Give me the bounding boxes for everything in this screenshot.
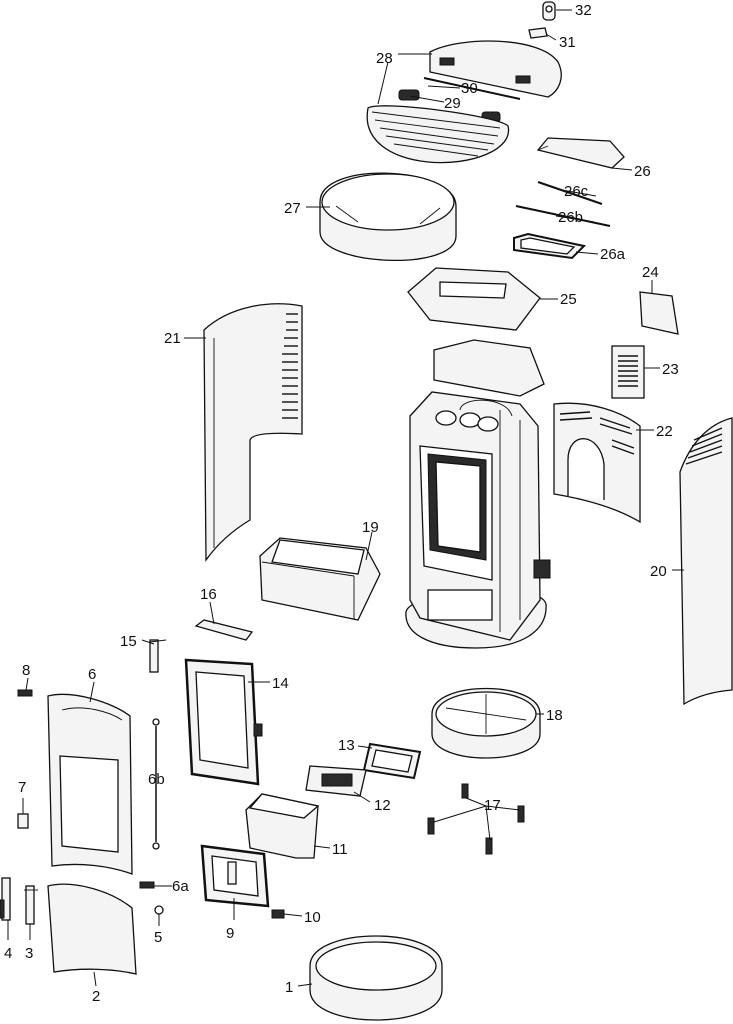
part-31-plate [528,27,548,39]
label-27: 27 [284,200,301,217]
part-6-front-cover [47,693,133,875]
part-26-tray [536,137,625,169]
label-14: 14 [272,675,289,692]
part-18-base-ring [431,687,541,759]
part-15-hinge [149,639,167,673]
label-6a: 6a [172,878,189,895]
part-1-base-ring [309,935,443,1021]
part-12-plate [305,765,367,797]
leader-lines [7,9,684,987]
label-26a: 26a [600,246,626,263]
part-25-plate [407,267,541,331]
label-19: 19 [362,519,379,536]
label-32: 32 [575,2,592,19]
label-31: 31 [559,34,576,51]
label-21: 21 [164,330,181,347]
label-24: 24 [642,264,659,281]
part-8-bracket [17,677,33,697]
label-18: 18 [546,707,563,724]
label-12: 12 [374,797,391,814]
part-27-ring [319,172,457,262]
label-15: 15 [120,633,137,650]
label-6b: 6b [148,771,165,788]
part-28-top-cover [429,40,562,98]
label-29: 29 [444,95,461,112]
part-9-frame [200,844,270,908]
part-2-lower-cover [47,883,137,975]
part-4-hinge [0,877,11,921]
label-5: 5 [154,929,162,946]
label-13: 13 [338,737,355,754]
label-25: 25 [560,291,577,308]
label-4: 4 [4,945,12,962]
label-9: 9 [226,925,234,942]
part-7-latch [17,798,29,829]
part-28-grill [366,105,510,164]
part-21-side-panel [203,303,303,563]
label-11: 11 [332,841,348,858]
part-30-rod [423,77,521,100]
part-32-clip [542,1,556,21]
label-30: 30 [461,80,478,97]
part-24-panel [639,291,679,335]
part-17-bolts [427,783,525,855]
part-23-vent-panel [611,345,645,399]
part-6b-rod [152,718,160,850]
part-20-side-panel [679,417,733,706]
label-8: 8 [22,662,30,679]
part-13-frame [362,742,422,780]
label-6: 6 [88,666,96,683]
part-6a-catch [139,881,155,889]
part-19-box [259,537,381,621]
label-10: 10 [304,909,321,926]
part-26b-rod [515,205,611,227]
label-26b: 26b [558,209,583,226]
label-26: 26 [634,163,651,180]
label-1: 1 [285,979,293,996]
label-28: 28 [376,50,393,67]
label-3: 3 [25,945,33,962]
label-26c: 26c [564,183,589,200]
label-22: 22 [656,423,673,440]
part-3-hinge [24,885,38,925]
label-20: 20 [650,563,667,580]
label-16: 16 [200,586,217,603]
part-10-screw [271,909,285,919]
label-2: 2 [92,988,100,1005]
stove-body [405,339,551,649]
part-26a-gasket [513,232,587,260]
label-17: 17 [484,797,501,814]
part-labels: 32 31 28 30 29 26 26c 26b 26a 27 25 24 2… [4,2,679,1005]
part-26c-rod [537,181,603,205]
part-5-washer [154,905,164,915]
part-11-ash-box [245,793,320,859]
part-14-door [184,658,263,786]
part-16-bar [194,619,254,641]
part-22-rear-panel [553,402,641,524]
label-23: 23 [662,361,679,378]
label-7: 7 [18,779,26,796]
